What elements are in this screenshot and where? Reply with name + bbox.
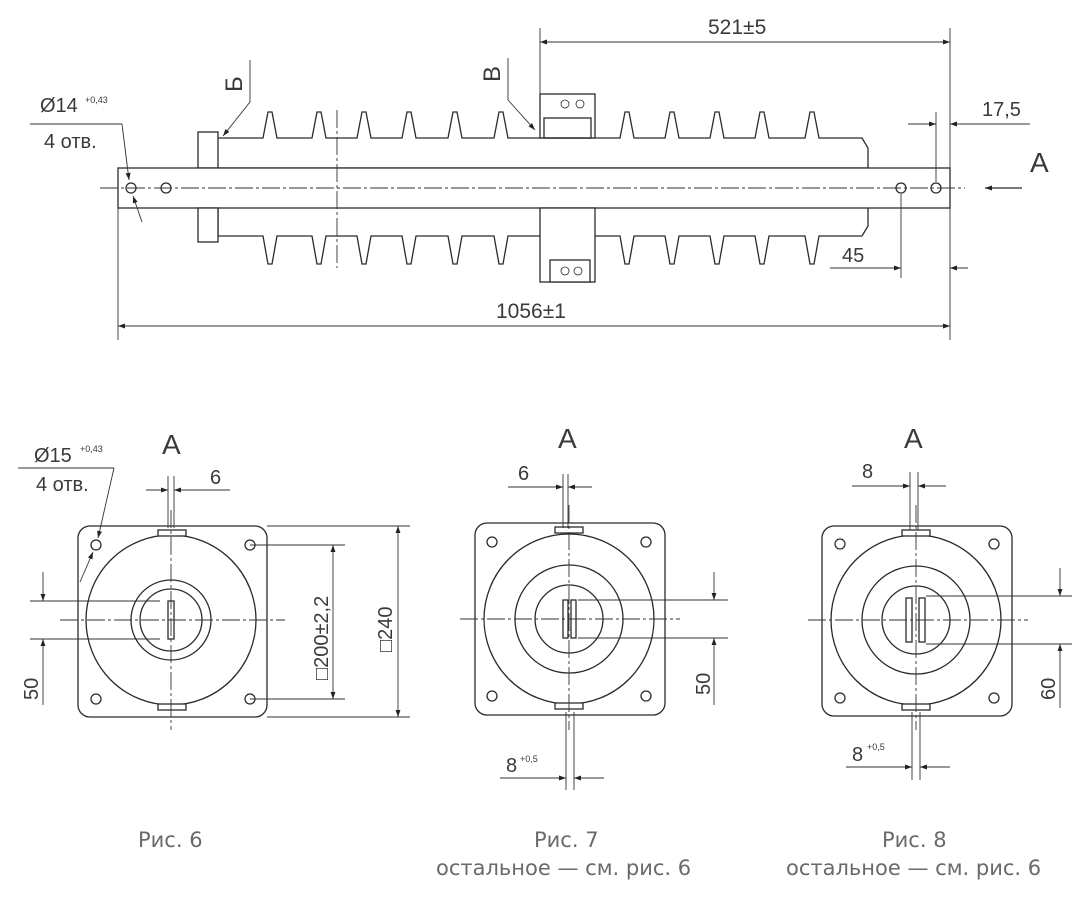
fig8-hole: [834, 538, 846, 550]
bolt-hole: [560, 99, 570, 109]
fig8-dim-8-tol: +0,5: [867, 742, 885, 752]
view-a-label: А: [1030, 147, 1049, 178]
fig8-note: остальное — см. рис. 6: [786, 856, 1041, 880]
fig6-dim-slot: 6: [210, 467, 221, 489]
hole-count-label: 4 отв.: [44, 131, 97, 153]
fig7-end-view: А 6 50 8 +0,5 Рис. 7 осталь: [436, 423, 728, 880]
side-view: Б В Ø14 +0,43 4 отв. 521±5 17,5 45 1056±…: [30, 16, 1049, 340]
fig7-hole: [640, 690, 652, 702]
dim-521-label: 521±5: [708, 16, 766, 39]
fig8-dim-60: 60: [1038, 678, 1060, 700]
bolt-hole: [575, 99, 585, 109]
fig6-flange: [77, 525, 268, 718]
fig7-note: остальное — см. рис. 6: [436, 856, 691, 880]
fig7-hole: [640, 536, 652, 548]
fig8-hole: [834, 692, 846, 704]
dim-45-label: 45: [842, 245, 864, 267]
fig7-dim-50: 50: [693, 673, 715, 695]
label-b: Б: [221, 76, 248, 92]
fig7-dim-8: 8: [506, 755, 517, 777]
label-v: В: [479, 66, 506, 82]
hole-dia-label: Ø14: [40, 95, 78, 117]
fig6-tab: [157, 703, 187, 711]
upper-section: [204, 111, 869, 169]
fig6-dim-200: □200±2,2: [311, 596, 333, 680]
fig7-view-label: А: [558, 423, 577, 454]
fig7-hole: [486, 536, 498, 548]
leader-arrow: [132, 195, 143, 223]
fig8-dim-8: 8: [852, 744, 863, 766]
fig6-view-label: А: [162, 429, 181, 460]
fig6-hole-dia: Ø15: [34, 445, 72, 467]
leader-arrow: [222, 101, 251, 137]
fig6-hole-tol: +0,43: [80, 444, 103, 454]
fig6-tab: [157, 529, 187, 537]
fig8-view-label: А: [904, 423, 923, 454]
bolt-hole: [560, 266, 570, 276]
hole-tolerance: +0,43: [85, 95, 108, 105]
fig6-end-view: А Ø15 +0,43 4 отв. 6 50: [18, 429, 410, 852]
fig7-caption: Рис. 7: [534, 828, 599, 852]
fig6-dim-240: □240: [375, 607, 397, 652]
fig8-hole: [988, 692, 1000, 704]
leader-arrow: [79, 551, 94, 583]
fig8-hole: [988, 538, 1000, 550]
dim-17-5-label: 17,5: [982, 99, 1021, 121]
fig6-hole: [90, 693, 102, 705]
lower-section: [217, 208, 869, 265]
bolt-hole: [573, 266, 583, 276]
fig6-dim-50: 50: [21, 678, 43, 700]
fig8-caption: Рис. 8: [882, 828, 947, 852]
fig8-flange: [821, 525, 1013, 717]
fig7-dim-8-tol: +0,5: [520, 754, 538, 764]
connector-bottom-plate: [549, 259, 591, 283]
fig6-hole: [90, 539, 102, 551]
fig7-dim-slot: 6: [518, 463, 529, 485]
connector-top: [539, 93, 596, 139]
leader-arrow: [507, 99, 536, 131]
left-cap: [197, 131, 219, 169]
fig8-end-view: А 8 60 8 +0,5 Рис. 8 осталь: [786, 423, 1072, 880]
leader-arrow: [97, 467, 115, 539]
fig6-caption: Рис. 6: [138, 828, 203, 852]
fig8-dim-slot: 8: [862, 461, 873, 483]
fig6-hole-count: 4 отв.: [36, 474, 89, 496]
fig7-hole: [486, 690, 498, 702]
dim-1056-label: 1056±1: [496, 300, 566, 323]
left-lower-cap: [197, 207, 219, 243]
connector-top-hatch: [543, 117, 592, 139]
leader-arrow: [121, 123, 131, 181]
